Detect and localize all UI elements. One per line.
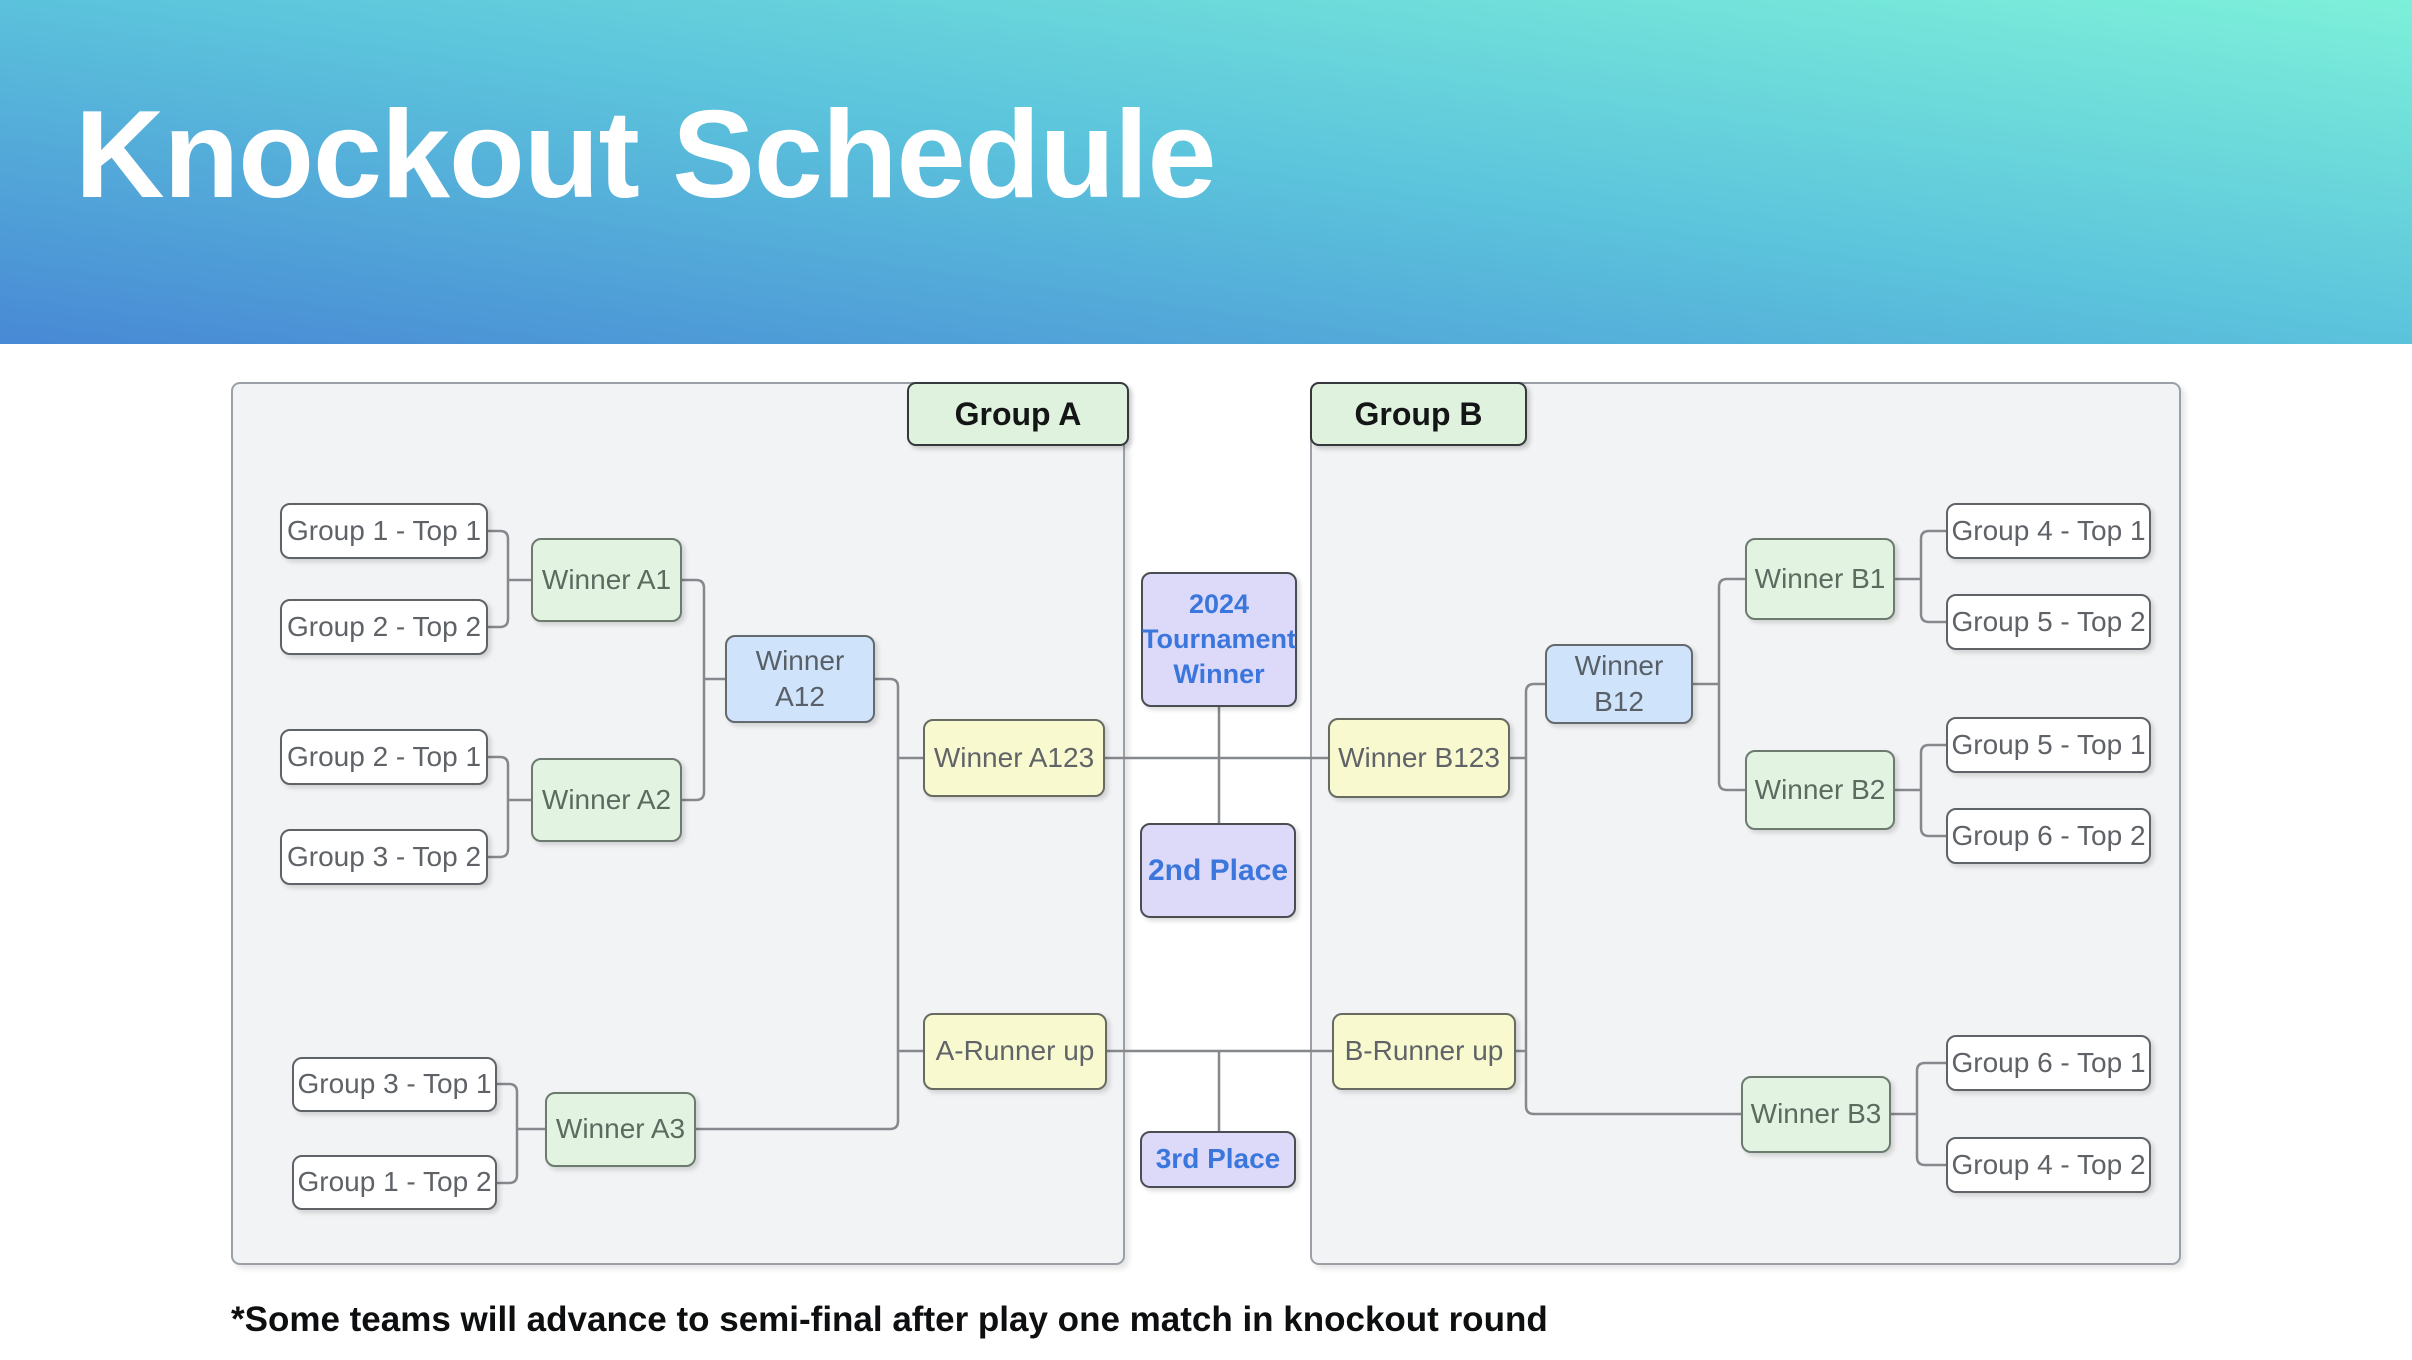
node-winner-b2: Winner B2	[1745, 750, 1895, 830]
node-winner-a1: Winner A1	[531, 538, 682, 622]
node-group1-top1: Group 1 - Top 1	[280, 503, 488, 559]
node-winner-b123: Winner B123	[1328, 718, 1510, 798]
page-title: Knockout Schedule	[75, 86, 1216, 224]
node-a-runner-up: A-Runner up	[923, 1013, 1107, 1090]
node-winner-a123: Winner A123	[923, 719, 1105, 797]
node-b-runner-up: B-Runner up	[1332, 1013, 1516, 1090]
group-b-label: Group B	[1310, 382, 1527, 446]
node-2nd-place: 2nd Place	[1140, 823, 1296, 918]
node-group1-top2: Group 1 - Top 2	[292, 1155, 497, 1210]
node-group6-top1: Group 6 - Top 1	[1946, 1035, 2151, 1091]
node-group3-top2: Group 3 - Top 2	[280, 829, 488, 885]
node-winner-b12: Winner B12	[1545, 644, 1693, 724]
node-group4-top2: Group 4 - Top 2	[1946, 1137, 2151, 1193]
node-group2-top1: Group 2 - Top 1	[280, 729, 488, 785]
node-winner-b1: Winner B1	[1745, 538, 1895, 620]
node-tournament-winner: 2024 Tournament Winner	[1141, 572, 1297, 707]
node-group6-top2: Group 6 - Top 2	[1946, 808, 2151, 864]
node-group4-top1: Group 4 - Top 1	[1946, 503, 2151, 559]
slide-header: Knockout Schedule	[0, 0, 2412, 344]
group-a-label: Group A	[907, 382, 1129, 446]
node-winner-a2: Winner A2	[531, 758, 682, 842]
node-3rd-place: 3rd Place	[1140, 1131, 1296, 1188]
footnote: *Some teams will advance to semi-final a…	[231, 1300, 1548, 1339]
node-group5-top1: Group 5 - Top 1	[1946, 717, 2151, 773]
node-winner-b3: Winner B3	[1741, 1076, 1891, 1153]
node-group3-top1: Group 3 - Top 1	[292, 1057, 497, 1112]
node-winner-a3: Winner A3	[545, 1092, 696, 1167]
node-group2-top2: Group 2 - Top 2	[280, 599, 488, 655]
node-group5-top2: Group 5 - Top 2	[1946, 594, 2151, 650]
node-winner-a12: Winner A12	[725, 635, 875, 723]
